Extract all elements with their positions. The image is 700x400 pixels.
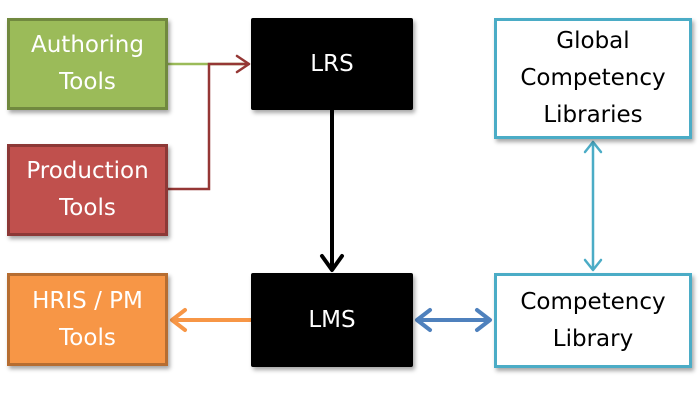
arrowhead-global-side <box>583 140 603 154</box>
node-lrs-label: LRS <box>310 50 354 77</box>
node-global-competency-libraries-label: Global Competency Libraries <box>520 28 666 128</box>
node-global-competency-libraries: Global Competency Libraries <box>494 18 692 139</box>
node-hris-pm-tools: HRIS / PM Tools <box>7 273 168 366</box>
arrowhead-lms-side <box>415 308 432 332</box>
arrowhead-lms-input <box>320 254 344 272</box>
node-production-tools-label: Production Tools <box>26 158 149 221</box>
arrowhead-competency-library-side <box>475 308 492 332</box>
arrowhead-competency-library-bottom-side <box>583 258 603 272</box>
node-competency-library-label: Competency Library <box>520 288 666 352</box>
node-competency-library: Competency Library <box>494 273 692 368</box>
arrowhead-hris-input <box>170 308 187 332</box>
node-authoring-tools: Authoring Tools <box>7 18 168 110</box>
node-authoring-tools-label: Authoring Tools <box>30 32 144 95</box>
node-production-tools: Production Tools <box>7 144 168 236</box>
node-lrs: LRS <box>251 18 413 110</box>
arrowhead-lrs-input <box>235 54 251 74</box>
node-hris-pm-tools-label: HRIS / PM Tools <box>32 287 143 351</box>
edge-production-to-lrs <box>168 62 248 191</box>
node-lms: LMS <box>251 273 413 367</box>
node-lms-label: LMS <box>308 306 356 333</box>
